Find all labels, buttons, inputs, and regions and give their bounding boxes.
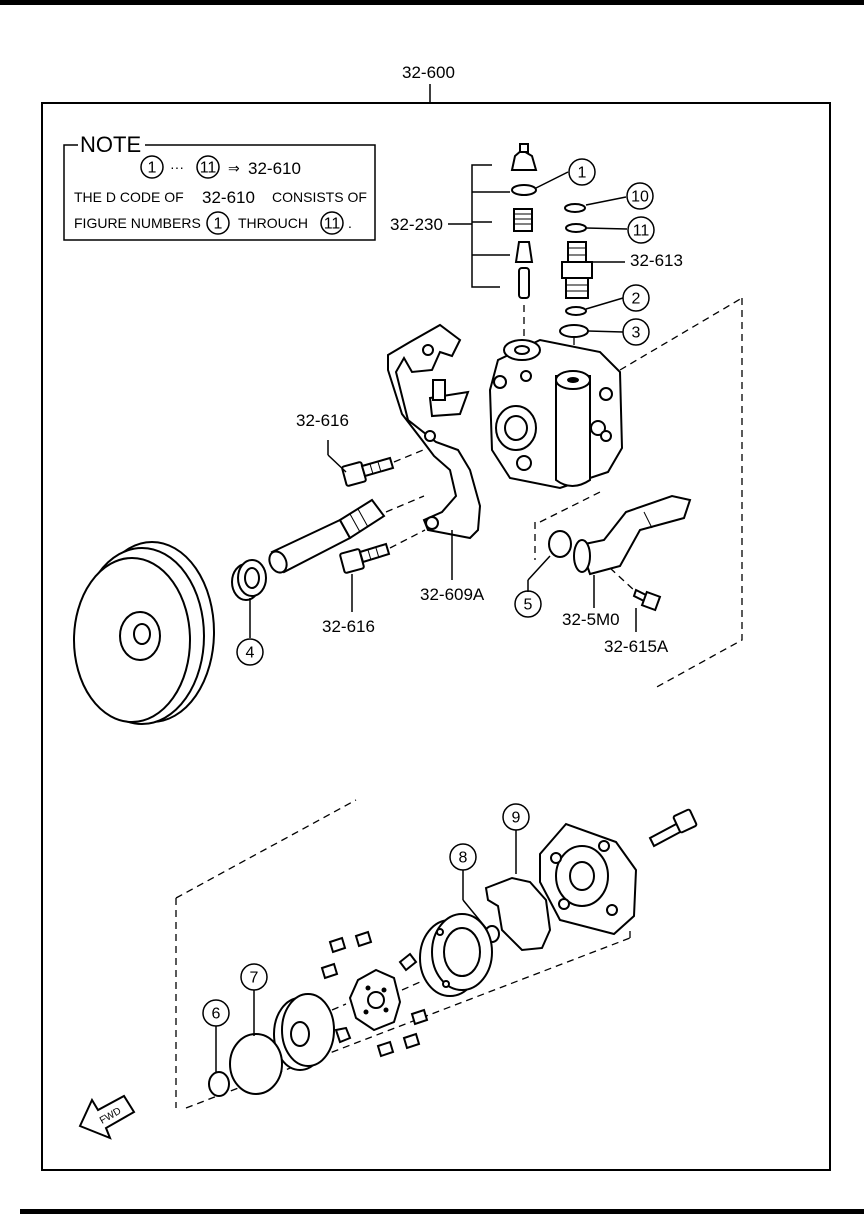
note-arrow: ⇒ — [228, 160, 240, 176]
pulley — [73, 541, 215, 725]
fwd-arrow-icon: FWD — [78, 1094, 136, 1140]
assembly-label: 32-600 — [402, 63, 455, 82]
pump-body — [488, 338, 624, 490]
pipe-32-5M0 — [573, 494, 692, 593]
o-ring-6 — [208, 1071, 230, 1097]
pressure-plate — [273, 993, 335, 1071]
note-line2-c: CONSISTS OF — [272, 189, 367, 205]
bolt-32-616-lower — [339, 529, 426, 574]
valve-group-32-230 — [471, 143, 538, 345]
callout-4: 4 — [246, 645, 255, 662]
shaft — [268, 495, 425, 574]
callout-11: 11 — [633, 223, 650, 240]
bracket-32-609A — [387, 323, 482, 540]
bolt-32-615A — [632, 588, 662, 612]
callout-7: 7 — [250, 970, 259, 987]
note-line2-b: 32-610 — [202, 188, 255, 207]
callout-1: 1 — [578, 165, 587, 182]
note-line3-num1: 1 — [214, 216, 223, 233]
o-ring-5 — [548, 530, 572, 558]
seal-4 — [231, 559, 267, 601]
note-line3-num2: 11 — [324, 216, 341, 233]
gasket-9 — [484, 876, 552, 952]
top-rule — [0, 0, 864, 5]
note-range-from: 1 — [148, 160, 157, 177]
note-line3-a: FIGURE NUMBERS — [74, 215, 201, 231]
note-range-target: 32-610 — [248, 159, 301, 178]
callout-6: 6 — [212, 1006, 221, 1023]
label-32-230: 32-230 — [390, 215, 443, 234]
bolt-rear-cover — [648, 808, 698, 848]
cam-ring — [419, 913, 493, 997]
label-32-616-bottom: 32-616 — [322, 617, 375, 636]
note-line3-b: THROUCH — [238, 215, 308, 231]
label-32-609A: 32-609A — [420, 585, 485, 604]
note-box: NOTE 1 ··· 11 ⇒ 32-610 THE D CODE OF 32-… — [63, 132, 376, 241]
callout-5: 5 — [524, 597, 533, 614]
callout-10: 10 — [631, 189, 649, 206]
o-ring-7 — [229, 1033, 283, 1095]
rear-cover — [539, 822, 638, 936]
callout-3: 3 — [632, 325, 641, 342]
rotor — [348, 968, 402, 1032]
callout-2: 2 — [632, 291, 641, 308]
note-range-to: 11 — [200, 160, 217, 177]
assembly-frame — [41, 102, 831, 1171]
bottom-rule — [20, 1209, 864, 1214]
bolt-32-616-upper — [341, 447, 429, 487]
note-line2-a: THE D CODE OF — [74, 189, 184, 205]
note-title: NOTE — [80, 132, 141, 157]
label-32-615A: 32-615A — [604, 637, 669, 656]
label-32-5M0: 32-5M0 — [562, 610, 620, 629]
callout-9: 9 — [512, 810, 521, 827]
label-32-613: 32-613 — [630, 251, 683, 270]
note-line3-end: . — [348, 215, 352, 231]
label-32-616-top: 32-616 — [296, 411, 349, 430]
fitting-32-613 — [561, 241, 593, 299]
vanes — [320, 930, 429, 1058]
note-range-sep: ··· — [170, 159, 184, 175]
callout-8: 8 — [459, 850, 468, 867]
